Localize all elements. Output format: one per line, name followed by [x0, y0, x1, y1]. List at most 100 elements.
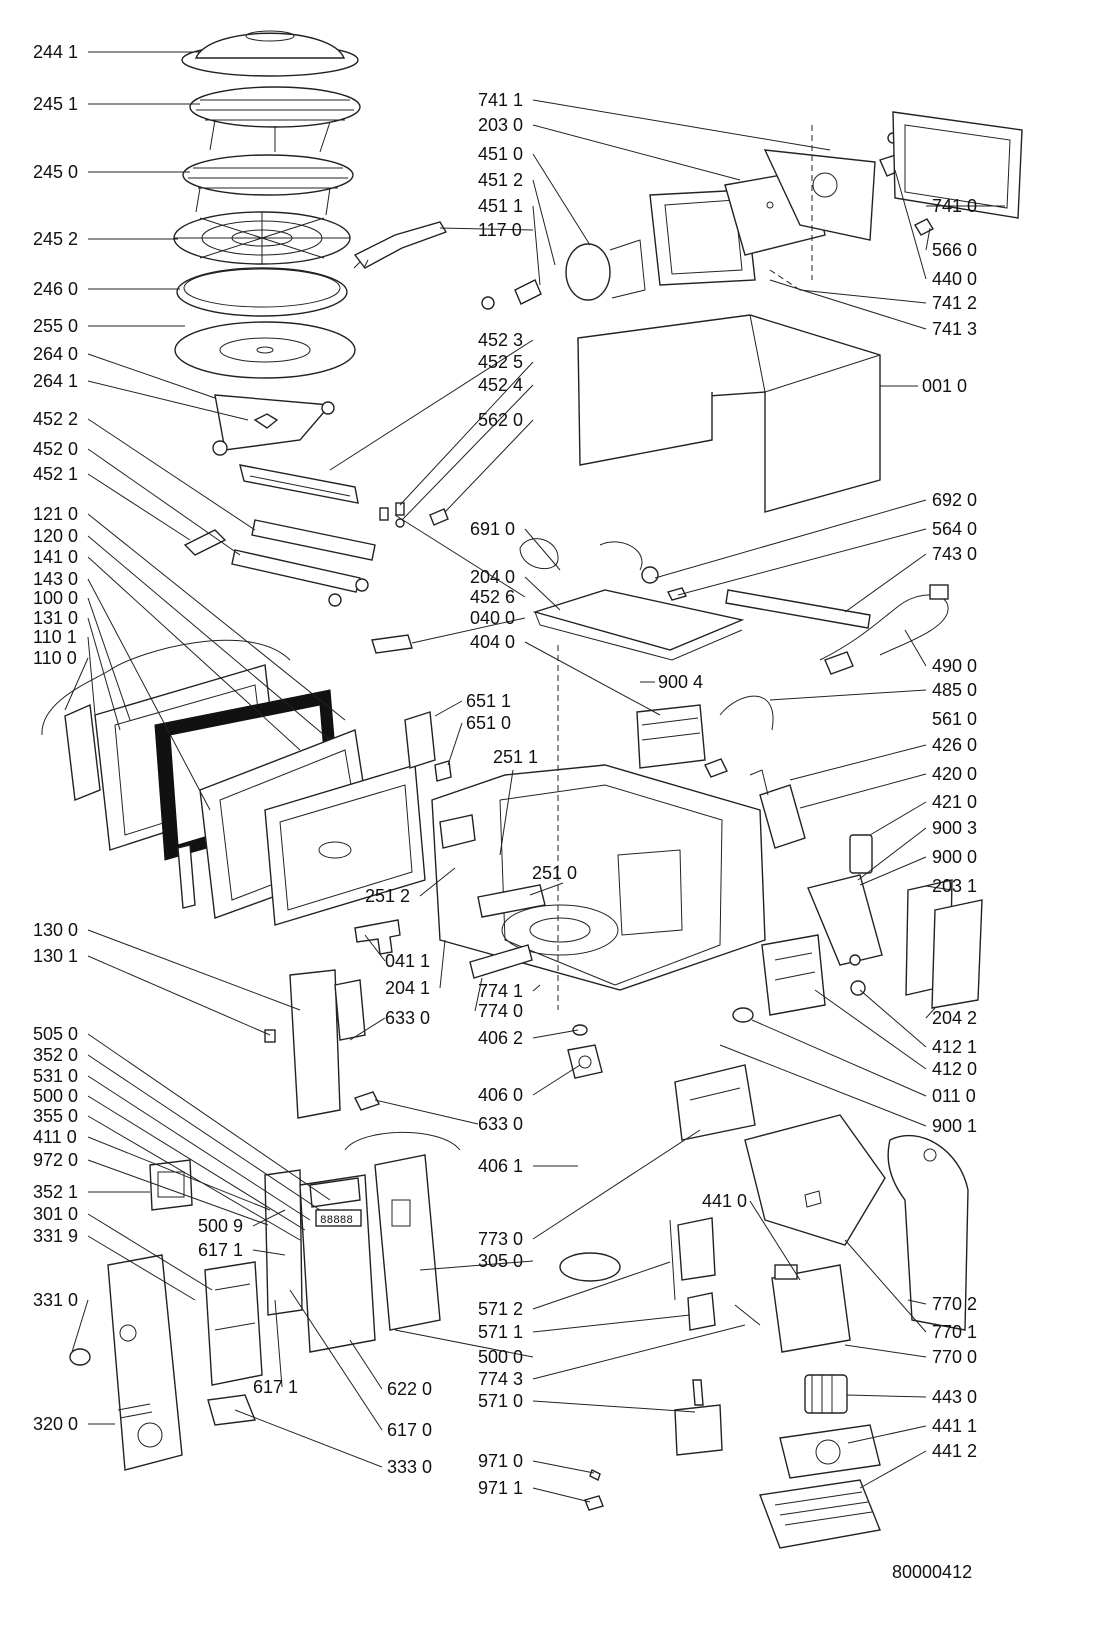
leader-line: [87, 578, 211, 811]
filter: [669, 1217, 716, 1301]
leader-line: [87, 955, 271, 1036]
leader-line: [329, 339, 534, 471]
callout-564-0: 564 0: [932, 519, 977, 539]
leader-line: [87, 380, 249, 421]
leader-line: [64, 657, 89, 711]
leader-line: [859, 856, 927, 886]
outer-casing: [577, 314, 881, 513]
callout-441-0: 441 0: [702, 1191, 747, 1211]
leader-line: [869, 801, 927, 836]
glass-turntable: [174, 321, 356, 379]
callout-130-0: 130 0: [33, 920, 78, 940]
callout-692-0: 692 0: [932, 490, 977, 510]
leader-line: [524, 528, 561, 571]
control-pcb: 88888: [264, 1169, 376, 1353]
leader-line: [844, 1239, 927, 1333]
callout-971-1: 971 1: [478, 1478, 523, 1498]
leader-line: [439, 227, 534, 231]
callout-617-0: 617 0: [387, 1420, 432, 1440]
callout-406-2: 406 2: [478, 1028, 523, 1048]
callout-204-2: 204 2: [932, 1008, 977, 1028]
callout-500-9: 500 9: [198, 1216, 243, 1236]
callout-412-0: 412 0: [932, 1059, 977, 1079]
leader-line: [532, 1487, 591, 1503]
leader-line: [859, 989, 927, 1048]
high-grill-rack: [189, 86, 361, 153]
base-grille: [759, 1479, 881, 1549]
dome-cover: [181, 30, 359, 77]
callout-441-2: 441 2: [932, 1441, 977, 1461]
leader-line: [532, 205, 541, 286]
leader-line: [87, 1136, 271, 1211]
leader-line: [769, 279, 927, 330]
callout-770-2: 770 2: [932, 1294, 977, 1314]
door-choke-frame: [41, 639, 291, 801]
callout-406-1: 406 1: [478, 1156, 523, 1176]
leader-line: [87, 1054, 321, 1211]
leader-line: [87, 1033, 331, 1201]
rear-duct-cover: [887, 1135, 969, 1331]
callout-264-1: 264 1: [33, 371, 78, 391]
callout-204-0: 204 0: [470, 567, 515, 587]
leader-line: [925, 885, 953, 891]
screws-971: [584, 1469, 604, 1511]
callout-203-0: 203 0: [478, 115, 523, 135]
lamp-bracket: [725, 589, 871, 629]
callout-411-0: 411 0: [33, 1127, 77, 1147]
hv-transformer: [636, 704, 706, 769]
display-window: [149, 1159, 193, 1211]
callout-141-0: 141 0: [33, 547, 78, 567]
wiring-harness-top: [519, 538, 643, 571]
leader-line: [749, 1200, 801, 1281]
callout-426-0: 426 0: [932, 735, 977, 755]
callout-651-0: 651 0: [466, 713, 511, 733]
leader-line: [349, 1339, 383, 1390]
callout-120-0: 120 0: [33, 526, 78, 546]
callout-741-3: 741 3: [932, 319, 977, 339]
leader-line: [87, 353, 216, 399]
leader-line: [532, 984, 541, 992]
callout-571-2: 571 2: [478, 1299, 523, 1319]
leader-line: [289, 1289, 383, 1431]
control-sub-panel: [204, 1261, 263, 1386]
callout-301-0: 301 0: [33, 1204, 78, 1224]
callout-406-0: 406 0: [478, 1085, 523, 1105]
callout-255-0: 255 0: [33, 316, 78, 336]
callout-251-2: 251 2: [365, 886, 410, 906]
control-panel-front: [107, 1254, 183, 1471]
leader-line: [349, 1017, 386, 1041]
leader-line: [87, 1235, 196, 1301]
rear-cover: [892, 111, 1023, 219]
turntable-motor: [567, 1024, 603, 1079]
leader-line: [364, 934, 386, 962]
callout-452-0: 452 0: [33, 439, 78, 459]
callout-121-0: 121 0: [33, 504, 78, 524]
leader-line: [87, 556, 301, 751]
leader-line: [394, 1329, 534, 1358]
hinge-bracket: [371, 634, 413, 654]
callout-131-0: 131 0: [33, 608, 78, 628]
leader-line: [789, 744, 927, 781]
callout-900-0: 900 0: [932, 847, 977, 867]
interlock-switch: [404, 711, 452, 782]
leader-line: [844, 553, 927, 613]
crisp-handle: [353, 221, 448, 269]
callout-531-0: 531 0: [33, 1066, 78, 1086]
leader-line: [399, 361, 534, 506]
leader-line: [847, 1425, 927, 1444]
callout-741-1: 741 1: [478, 90, 523, 110]
callout-571-0: 571 0: [478, 1391, 523, 1411]
callout-352-1: 352 1: [33, 1182, 78, 1202]
thermal-cutout: [641, 566, 688, 601]
callout-011-0: 011 0: [932, 1086, 976, 1106]
leader-line: [894, 169, 927, 280]
leader-line: [524, 641, 661, 716]
crisp-plate: [176, 267, 348, 317]
callout-331-9: 331 9: [33, 1226, 78, 1246]
callout-331-0: 331 0: [33, 1290, 78, 1310]
grill-reflector: [239, 464, 359, 504]
callout-490-0: 490 0: [932, 656, 977, 676]
callout-622-0: 622 0: [387, 1379, 432, 1399]
leader-line: [419, 1260, 534, 1271]
callout-203-1: 203 1: [932, 876, 977, 896]
